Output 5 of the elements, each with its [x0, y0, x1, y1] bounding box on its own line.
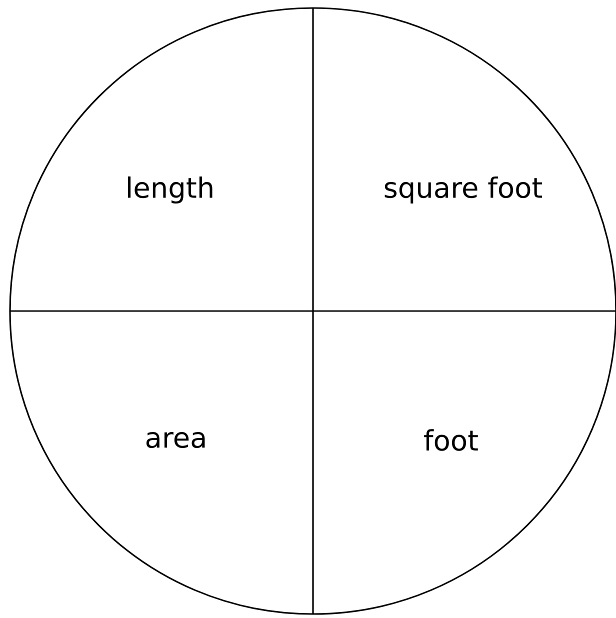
quadrant-label: foot: [424, 429, 478, 451]
quadrant-label: length: [128, 176, 212, 204]
quadrant-label: square foot: [384, 176, 542, 204]
divided-circle: [9, 7, 616, 615]
quadrant-label: area: [146, 432, 205, 448]
